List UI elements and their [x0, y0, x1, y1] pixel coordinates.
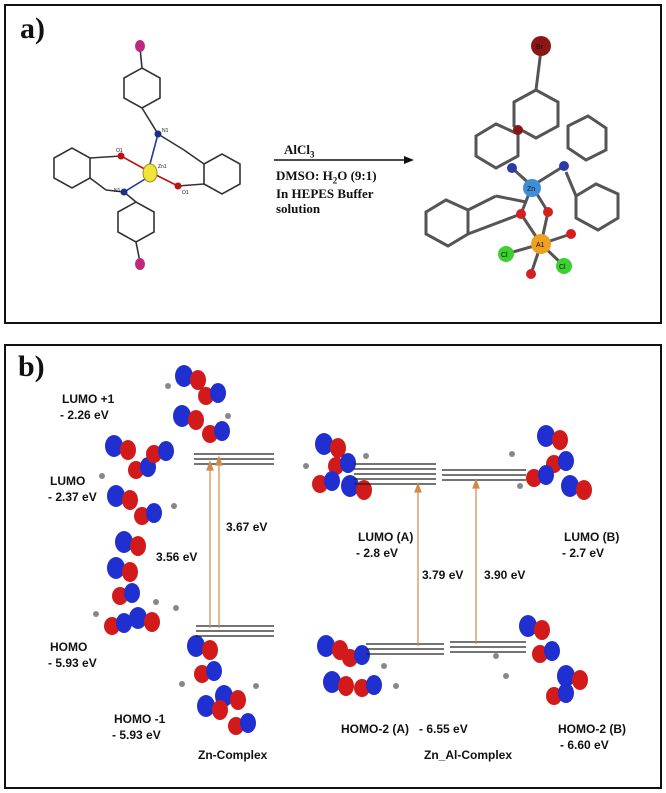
bromine-atom — [531, 36, 551, 56]
homo-energy: - 5.93 eV — [48, 656, 97, 670]
zn-al-complex-structure — [424, 49, 620, 275]
zn-complex-caption: Zn-Complex — [198, 748, 268, 762]
znal-homo-levels — [366, 641, 526, 655]
solvent-label: DMSO: H2O (9:1) — [276, 168, 377, 186]
znal-gap-arrows — [414, 478, 480, 646]
gap-3-67: 3.67 eV — [226, 520, 268, 534]
gap-3-56: 3.56 eV — [156, 550, 198, 564]
panel-a-label: a) — [20, 12, 45, 45]
panel-a: a) — [4, 4, 662, 324]
reagent-label: AlCl3 — [284, 142, 315, 160]
lumo-name: LUMO — [50, 474, 86, 488]
lumo-b-orbital — [509, 425, 592, 500]
atom-label: Zn — [527, 186, 535, 193]
zn-gap-arrows — [206, 455, 223, 628]
solution-label: solution — [276, 201, 321, 216]
zn-complex-structure — [53, 47, 241, 263]
aluminium-atom — [531, 234, 551, 254]
gap-3-90: 3.90 eV — [484, 568, 526, 582]
panel-a-structures: O1 N1 Zn1 N1 O1 — [53, 36, 620, 279]
homo-a-orbital — [317, 635, 399, 697]
panel-b: b) — [4, 344, 662, 789]
lumo-a-energy: - 2.8 eV — [356, 546, 399, 560]
atom-label: O1 — [182, 190, 189, 196]
atom-label: Zn1 — [158, 164, 167, 170]
lumo-orbital — [99, 435, 177, 556]
homo1-name: HOMO -1 — [114, 712, 166, 726]
atom-label: A1 — [536, 242, 545, 249]
homo1-energy: - 5.93 eV — [112, 728, 161, 742]
lumo-a-name: LUMO (A) — [358, 530, 414, 544]
znal-lumo-levels — [354, 463, 526, 485]
iodine-atom — [135, 258, 145, 270]
zn-al-atoms — [498, 36, 576, 279]
zn-al-complex-caption: Zn_Al-Complex — [424, 748, 513, 762]
chlorine-atom — [498, 246, 514, 262]
atom-label: O1 — [116, 148, 123, 154]
atom-label: N1 — [162, 128, 169, 134]
zn-complex-atoms — [117, 40, 182, 270]
orbital-diagram — [93, 365, 592, 735]
lumo-a-orbital — [303, 433, 372, 500]
zn-homo-levels — [196, 625, 274, 637]
lumo1-orbital — [165, 365, 231, 443]
atom-label: Cl — [501, 252, 508, 259]
homo-orbital — [93, 557, 179, 635]
lumo-b-energy: - 2.7 eV — [562, 546, 605, 560]
zn-lumo-levels — [194, 453, 274, 465]
lumo-energy: - 2.37 eV — [48, 490, 97, 504]
homo-a-label: HOMO-2 (A) - 6.55 eV — [341, 722, 468, 736]
lumo1-name: LUMO +1 — [62, 392, 115, 406]
chlorine-atom — [556, 258, 572, 274]
homo-b-energy: - 6.60 eV — [560, 738, 609, 752]
iodine-atom — [135, 40, 145, 52]
zinc-atom — [142, 163, 158, 183]
atom-label: Cl — [559, 264, 566, 271]
atom-label: N1 — [114, 188, 121, 194]
lumo-b-name: LUMO (B) — [564, 530, 620, 544]
lumo1-energy: - 2.26 eV — [60, 408, 109, 422]
homo-b-name: HOMO-2 (B) — [558, 722, 626, 736]
zinc-atom — [523, 179, 541, 197]
homo-b-orbital — [493, 615, 588, 705]
atom-label: Br — [536, 44, 544, 51]
panel-b-label: b) — [18, 350, 45, 383]
gap-3-79: 3.79 eV — [422, 568, 464, 582]
homo1-orbital — [179, 635, 259, 735]
buffer-label: In HEPES Buffer — [276, 186, 374, 201]
homo-name: HOMO — [50, 640, 88, 654]
